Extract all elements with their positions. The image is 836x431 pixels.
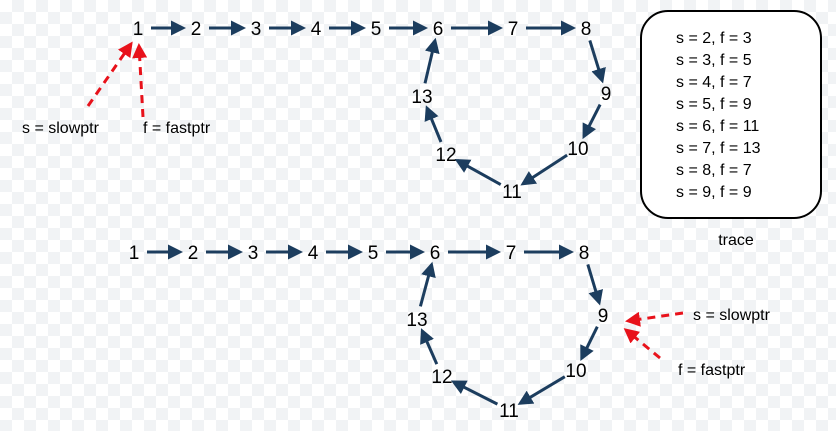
top-pointers: s = slowptr f = fastptr [22, 41, 211, 137]
bottom-pointers: s = slowptr f = fastptr [623, 307, 771, 379]
top-fast-label: f = fastptr [143, 120, 211, 137]
top-node-3: 3 [251, 19, 262, 40]
bottom-node-1: 1 [129, 243, 140, 264]
bottom-fast-label: f = fastptr [678, 362, 746, 379]
bottom-node-2: 2 [188, 243, 199, 264]
bottom-node-12: 12 [431, 367, 452, 388]
bottom-node-4: 4 [308, 243, 319, 264]
trace-line: s = 8, f = 7 [676, 162, 752, 179]
top-node-12: 12 [435, 145, 456, 166]
trace-line: s = 3, f = 5 [676, 52, 752, 69]
bottom-slow-label: s = slowptr [693, 307, 771, 324]
top-node-13: 13 [411, 87, 432, 108]
bottom-slow-pointer-arrow [625, 311, 684, 327]
trace-line: s = 5, f = 9 [676, 96, 752, 113]
bottom-node-13: 13 [406, 310, 427, 331]
bottom-arrow-11-to-12 [450, 380, 499, 406]
top-arrow-10-to-11 [520, 153, 568, 186]
bottom-node-9: 9 [598, 306, 609, 327]
top-node-7: 7 [508, 19, 519, 40]
top-node-2: 2 [191, 19, 202, 40]
bottom-node-7: 7 [506, 243, 517, 264]
trace-line: s = 6, f = 11 [676, 118, 759, 135]
bottom-node-3: 3 [248, 243, 259, 264]
bottom-arrow-13-to-6 [418, 261, 436, 307]
top-node-1: 1 [133, 19, 144, 40]
top-arrow-12-to-13 [424, 105, 443, 143]
top-node-8: 8 [581, 19, 592, 40]
top-arrow-9-to-10 [582, 103, 602, 140]
trace-line: s = 9, f = 9 [676, 184, 752, 201]
bottom-arrow-9-to-10 [580, 326, 599, 361]
top-node-5: 5 [371, 19, 382, 40]
bottom-arrow-10-to-11 [517, 375, 566, 405]
top-node-10: 10 [567, 139, 588, 160]
trace-lines: s = 2, f = 3 s = 3, f = 5 s = 4, f = 7 s = … [676, 30, 761, 201]
bottom-arrow-8-to-9 [586, 263, 603, 306]
bottom-node-6: 6 [430, 243, 441, 264]
top-slow-label: s = slowptr [22, 120, 100, 137]
bottom-node-5: 5 [368, 243, 379, 264]
trace-line: s = 4, f = 7 [676, 74, 752, 91]
bottom-node-8: 8 [579, 243, 590, 264]
top-node-6: 6 [433, 19, 444, 40]
top-arrow-8-to-9 [588, 39, 606, 84]
bottom-fast-pointer-arrow [623, 328, 661, 360]
top-node-9: 9 [601, 84, 612, 105]
bottom-node-11: 11 [499, 401, 519, 422]
top-node-11: 11 [502, 182, 522, 203]
trace-border [640, 10, 822, 219]
trace-box: s = 2, f = 3 s = 3, f = 5 s = 4, f = 7 s = … [640, 10, 822, 249]
bottom-node-10: 10 [565, 361, 586, 382]
top-arrow-11-to-12 [454, 158, 502, 186]
top-fast-pointer-arrow [132, 43, 148, 118]
trace-line: s = 2, f = 3 [676, 30, 752, 47]
top-arrow-13-to-6 [423, 37, 440, 84]
trace-caption: trace [718, 232, 754, 249]
top-node-4: 4 [311, 19, 322, 40]
trace-line: s = 7, f = 13 [676, 140, 761, 157]
bottom-arrow-12-to-13 [420, 328, 439, 365]
top-slow-pointer-arrow [86, 41, 133, 107]
